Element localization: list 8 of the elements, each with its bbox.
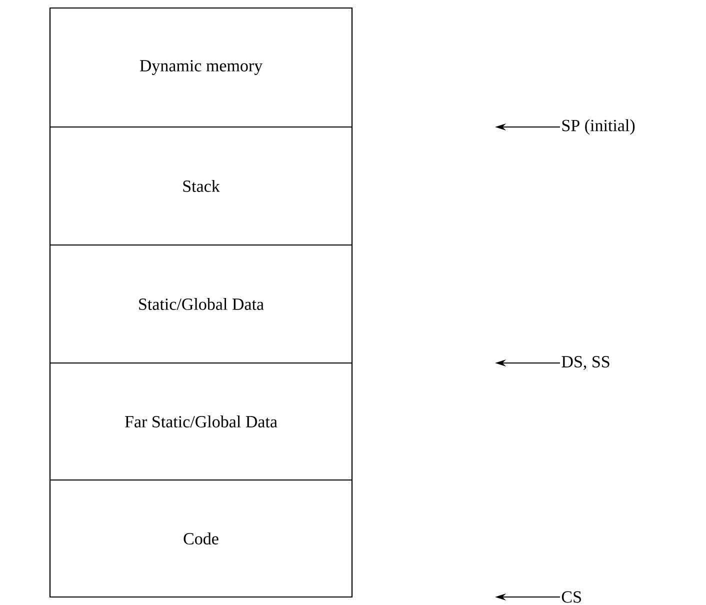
memory-segment: Code [49, 479, 353, 598]
memory-segment: Static/Global Data [49, 244, 353, 364]
register-label: SP (initial) [562, 119, 635, 135]
register-label: CS [562, 591, 581, 603]
memory-segment: Far Static/Global Data [49, 362, 353, 481]
memory-segment: Dynamic memory [49, 7, 353, 128]
register-label: DS, SS [562, 356, 610, 370]
memory-segment: Stack [49, 126, 353, 246]
